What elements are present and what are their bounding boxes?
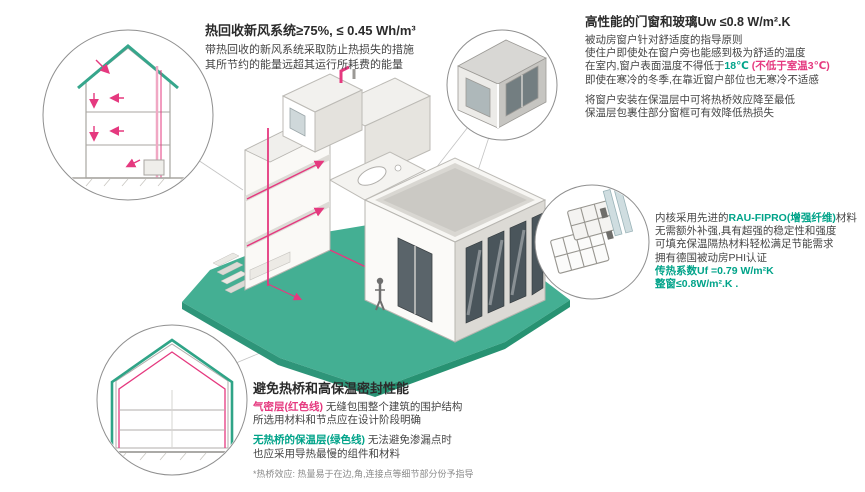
- glazing-line1: 被动房窗户针对舒适度的指导原则: [585, 34, 743, 46]
- callout-circle-window-profile: [534, 184, 650, 300]
- insulation-layer-line: [110, 338, 234, 448]
- glazing-line3-temp: 18℃: [724, 60, 749, 73]
- hrv-line2: 其所节约的能量远超其运行所耗费的能量: [205, 58, 403, 71]
- tower-window: [289, 107, 306, 137]
- ventilation-ducts: [246, 128, 369, 301]
- hrv-line1: 带热回收的新风系统采取防止热损失的措施: [205, 44, 414, 56]
- bathtub: [357, 166, 387, 186]
- profile-line5: 传热系数Uf =0.79 W/m²K: [655, 264, 774, 277]
- insulation-label: 无热桥的保温层(绿色线): [253, 434, 365, 447]
- glazing-line5: 将窗户安装在保温层中可将热桥效应降至最低: [585, 93, 795, 106]
- bathroom-platform: [328, 151, 427, 201]
- glazing-line3: 在室内,窗户表面温度不得低于18℃ (不低于室温3℃): [585, 60, 861, 73]
- hrv-unit: [143, 159, 165, 176]
- airtight-rest: 无缝包围整个建筑的围护结构: [323, 401, 463, 413]
- profile-line1-post: 材料: [835, 212, 857, 224]
- thermal-airtight-line2: 所选用材料和节点应在设计阶段明确: [253, 414, 421, 427]
- profile-line1-pre: 内核采用先进的: [655, 212, 729, 224]
- roof-vent-pipe-red: [339, 65, 350, 83]
- glazing-pane-1: [602, 189, 623, 237]
- kitchen-counter: [249, 251, 291, 281]
- profile-callout-text: 内核采用先进的RAU-FIPRO(增强纤维)材料 无需额外补强,具有超强的稳定性…: [655, 212, 863, 291]
- corner-window-left-pane: [465, 77, 491, 118]
- hrv-title: 热回收新风系统≥75%, ≤ 0.45 Wh/m³: [205, 23, 416, 38]
- profile-line4: 拥有德国被动房PHI认证: [655, 251, 768, 264]
- thermal-insulation-line2: 也应采用导热最慢的组件和材料: [253, 447, 400, 460]
- hrv-air-arrows: [89, 59, 141, 168]
- thermal-footnote: *热桥效应: 热量易于在边,角,连接点等细节部分份予指导: [253, 468, 474, 479]
- airtight-label: 气密层(红色线): [253, 401, 323, 413]
- callout-circle-hrv: [42, 29, 214, 201]
- house-right-wing: [363, 157, 547, 343]
- thermal-insulation-line1: 无热桥的保温层(绿色线) 无法避免渗漏点时: [253, 434, 603, 447]
- callout-circle-thermal: [96, 324, 248, 476]
- roof-tower: [281, 65, 364, 153]
- main-house-illustration: [182, 65, 570, 397]
- thermal-title: 避免热桥和高保温密封性能: [253, 381, 410, 396]
- glazing-line3-note: (不低于室温3℃): [751, 60, 830, 73]
- profile-brand: RAU-FIPRO(增强纤维): [728, 212, 836, 224]
- thermal-airtight-line1: 气密层(红色线) 无缝包围整个建筑的围护结构: [253, 401, 603, 414]
- glazing-line6: 保温层包裹住部分窗框可有效降低热损失: [585, 107, 774, 120]
- sink: [394, 164, 402, 172]
- callout-circle-window-corner: [446, 29, 558, 141]
- glazing-line3-pre: 在室内,窗户表面温度不得低于: [585, 60, 725, 73]
- profile-line2: 无需额外补强,具有超强的稳定性和强度: [655, 225, 837, 238]
- profile-line6: 整窗≤0.8W/m².K .: [655, 278, 739, 291]
- insulation-rest: 无法避免渗漏点时: [365, 434, 452, 447]
- glazing-line2: 使住户即使处在窗户旁也能感到极为舒适的温度: [585, 47, 806, 60]
- glazing-line4: 即使在寒冷的冬季,在靠近窗户部位也无寒冷不适感: [585, 73, 819, 86]
- airtight-layer-line: [118, 351, 226, 448]
- thermal-callout-text: 避免热桥和高保温密封性能 气密层(红色线) 无缝包围整个建筑的围护结构 所选用材…: [253, 380, 603, 480]
- profile-line1: 内核采用先进的RAU-FIPRO(增强纤维)材料: [655, 212, 863, 225]
- hrv-callout-text: 热回收新风系统≥75%, ≤ 0.45 Wh/m³ 带热回收的新风系统采取防止热…: [205, 22, 475, 72]
- person-figure: [375, 277, 385, 311]
- glazing-callout-text: 高性能的门窗和玻璃Uw ≤0.8 W/m².K 被动房窗户针对舒适度的指导原则 …: [585, 14, 861, 120]
- glazing-title: 高性能的门窗和玻璃Uw ≤0.8 W/m².K: [585, 15, 791, 29]
- profile-line3: 可填充保温隔热材料轻松满足节能需求: [655, 238, 834, 251]
